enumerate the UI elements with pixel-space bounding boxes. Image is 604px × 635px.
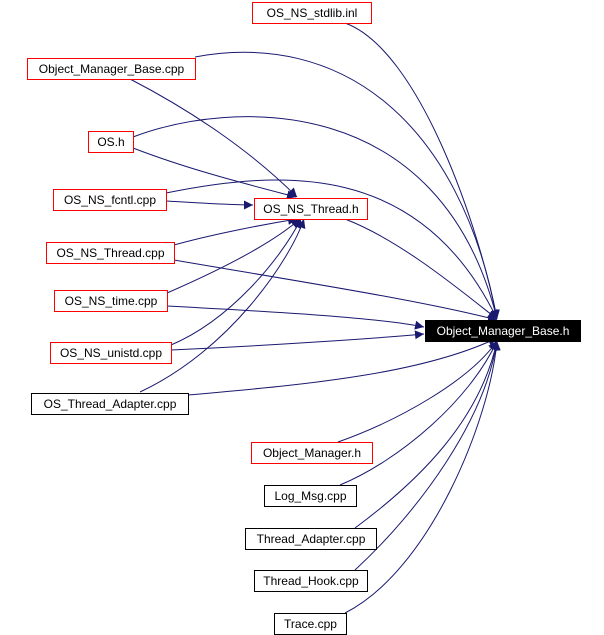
edge-time_cpp-to-thread_h: [166, 218, 301, 294]
node-om-h[interactable]: Object_Manager.h: [251, 442, 373, 464]
node-thook-cpp[interactable]: Thread_Hook.cpp: [254, 570, 368, 592]
edge-os_h-to-target: [132, 116, 500, 320]
node-box: [252, 2, 372, 24]
node-label: OS.h: [97, 135, 124, 149]
node-target[interactable]: Object_Manager_Base.h: [425, 320, 581, 342]
node-os-h[interactable]: OS.h: [88, 131, 134, 153]
node-fcntl-cpp[interactable]: OS_NS_fcntl.cpp: [53, 189, 167, 211]
edge-fcntl_cpp-to-target: [165, 179, 498, 320]
node-logmsg-cpp[interactable]: Log_Msg.cpp: [264, 485, 357, 507]
edge-om_base_cpp-to-thread_h: [129, 78, 298, 198]
node-box: [245, 528, 377, 550]
edge-trace_cpp-to-target: [344, 340, 501, 614]
edge-adapter_cpp-to-target: [187, 337, 498, 396]
node-thread-cpp[interactable]: OS_NS_Thread.cpp: [46, 242, 175, 264]
node-box: [46, 242, 175, 264]
edge-logmsg_cpp-to-target: [339, 340, 498, 486]
node-box: [54, 290, 168, 312]
edge-time_cpp-to-target: [166, 305, 425, 330]
edge-stdlib_inl-to-target: [344, 22, 500, 320]
edge-tadapter_cpp-to-target: [354, 340, 500, 529]
node-label: OS_NS_unistd.cpp: [60, 346, 162, 360]
node-stdlib-inl[interactable]: OS_NS_stdlib.inl: [252, 2, 372, 24]
node-label: Object_Manager.h: [263, 446, 361, 460]
node-box: [254, 198, 368, 220]
edge-thread_h-to-target: [344, 218, 498, 320]
node-label: Log_Msg.cpp: [274, 489, 346, 503]
node-trace-cpp[interactable]: Trace.cpp: [274, 613, 347, 635]
node-box: [50, 342, 172, 364]
node-label: OS_NS_fcntl.cpp: [64, 193, 156, 207]
edge-thook_cpp-to-target: [354, 340, 501, 571]
edge-om_h-to-target: [337, 340, 498, 443]
node-label: Object_Manager_Base.h: [437, 324, 570, 338]
node-unistd-cpp[interactable]: OS_NS_unistd.cpp: [50, 342, 172, 364]
node-thread-h[interactable]: OS_NS_Thread.h: [254, 198, 368, 220]
node-box: [264, 485, 357, 507]
edge-unistd_cpp-to-thread_h: [170, 218, 302, 346]
node-box: [425, 320, 581, 342]
edge-os_h-to-thread_h: [132, 147, 297, 200]
node-label: Thread_Hook.cpp: [263, 574, 359, 588]
edges-layer: [129, 22, 501, 614]
node-label: Trace.cpp: [284, 617, 337, 631]
node-box: [53, 189, 167, 211]
node-label: OS_NS_Thread.cpp: [56, 246, 164, 260]
node-om-base-cpp[interactable]: Object_Manager_Base.cpp: [27, 58, 196, 80]
node-box: [88, 131, 134, 153]
node-tadapter-cpp[interactable]: Thread_Adapter.cpp: [245, 528, 377, 550]
edge-unistd_cpp-to-target: [170, 330, 425, 351]
node-label: Thread_Adapter.cpp: [257, 532, 366, 546]
node-adapter-cpp[interactable]: OS_Thread_Adapter.cpp: [31, 393, 189, 415]
node-box: [251, 442, 373, 464]
edge-thread_cpp-to-thread_h: [173, 215, 298, 246]
edge-fcntl_cpp-to-thread_h: [165, 200, 254, 210]
node-label: OS_NS_time.cpp: [65, 294, 158, 308]
edge-adapter_cpp-to-thread_h: [139, 218, 306, 393]
node-label: Object_Manager_Base.cpp: [39, 62, 185, 76]
node-label: OS_Thread_Adapter.cpp: [44, 397, 177, 411]
node-box: [254, 570, 368, 592]
node-time-cpp[interactable]: OS_NS_time.cpp: [54, 290, 168, 312]
nodes-layer: OS_NS_stdlib.inlObject_Manager_Base.cppO…: [27, 2, 581, 635]
node-box: [27, 58, 196, 80]
node-label: OS_NS_Thread.h: [263, 202, 358, 216]
node-label: OS_NS_stdlib.inl: [267, 6, 358, 20]
node-box: [31, 393, 189, 415]
edge-thread_cpp-to-target: [173, 259, 498, 323]
edge-om_base_cpp-to-target: [194, 51, 500, 320]
